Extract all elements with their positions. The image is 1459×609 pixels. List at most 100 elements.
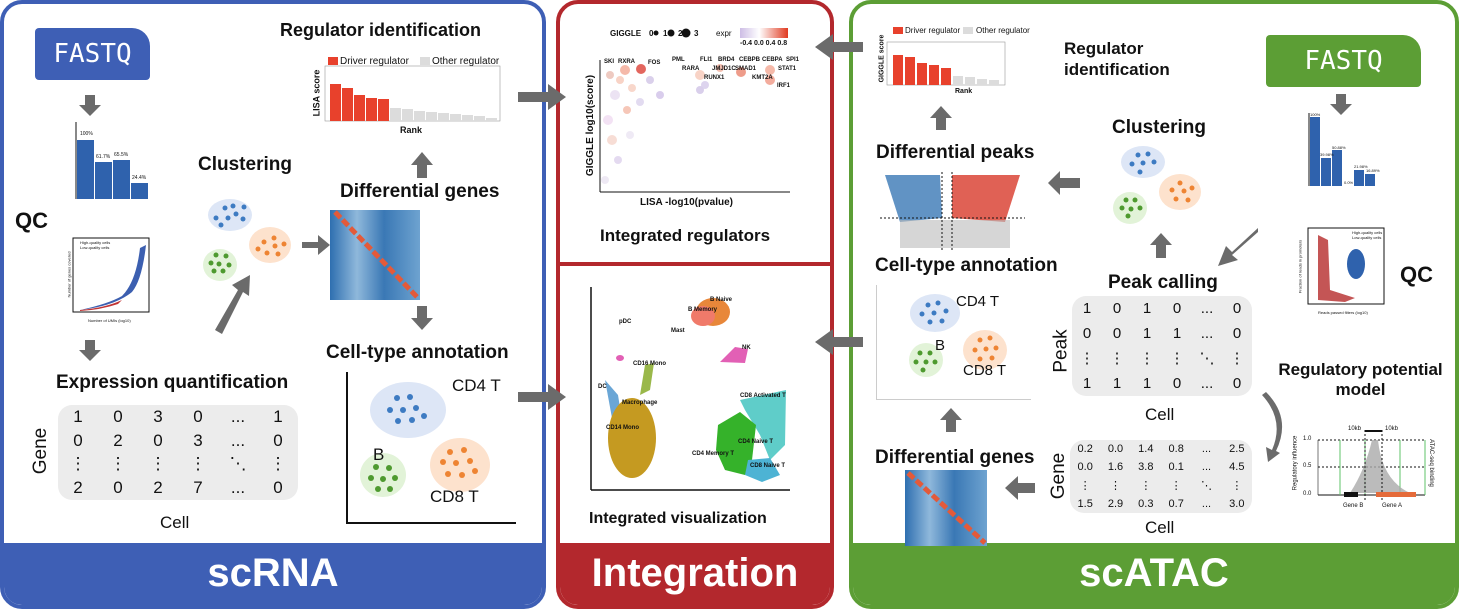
matrix-cell: ⋮ bbox=[1109, 480, 1121, 492]
matrix-cell: 3.0 bbox=[1229, 498, 1245, 510]
matrix-cell: 0.7 bbox=[1168, 498, 1184, 510]
scrna-annotation-axes bbox=[346, 372, 516, 524]
matrix-cell: ⋱ bbox=[229, 454, 247, 474]
qc-bar-label: 100% bbox=[80, 131, 93, 137]
matrix-cell: 0 bbox=[73, 430, 83, 450]
regulator-label: RUNX1 bbox=[704, 75, 725, 81]
giggle-size-1: 1 bbox=[663, 29, 668, 38]
matrix-cell: 0.3 bbox=[1138, 498, 1154, 510]
bar bbox=[131, 183, 148, 199]
matrix-cell: 2.9 bbox=[1107, 498, 1124, 510]
scatac-differential-genes-title: Differential genes bbox=[875, 447, 1035, 468]
matrix-cell: 0.0 bbox=[1107, 443, 1124, 455]
arrow-left-icon bbox=[1005, 476, 1035, 500]
umap-label: B Naive bbox=[710, 297, 733, 303]
bar bbox=[1332, 150, 1342, 186]
qc-bar-label: 39.98% bbox=[1320, 152, 1334, 157]
qc-scatter-legend: High-quality cells bbox=[80, 240, 111, 245]
legend-other: Other regulator bbox=[432, 56, 500, 67]
scrna-band: scRNA bbox=[4, 543, 542, 605]
integrated-umap bbox=[590, 287, 790, 491]
arrow-up-right-icon bbox=[215, 275, 250, 334]
scatac-heatmap bbox=[905, 470, 987, 546]
matrix-cell: 0.8 bbox=[1168, 443, 1184, 455]
matrix-cell: 1.6 bbox=[1107, 461, 1124, 473]
arrow-left-icon bbox=[1048, 171, 1080, 195]
matrix-cell: 1.4 bbox=[1138, 443, 1154, 455]
regulatory-potential-plot bbox=[1317, 430, 1426, 500]
umap-label: NK bbox=[742, 345, 751, 351]
scrna-qc-bar-chart bbox=[75, 122, 148, 199]
matrix-cell: ... bbox=[1200, 375, 1214, 393]
integrated-visualization-title: Integrated visualization bbox=[589, 510, 767, 527]
umap-label: Mast bbox=[671, 328, 685, 334]
regulator-label: CEBPA bbox=[762, 57, 783, 63]
scatac-qc-bar-chart bbox=[1308, 113, 1375, 186]
annotation-label-cd8: CD8 T bbox=[430, 487, 479, 506]
arrow-left-icon bbox=[815, 34, 863, 60]
matrix-cell: 4.5 bbox=[1229, 461, 1245, 473]
matrix-cell: ⋮ bbox=[1169, 350, 1185, 368]
matrix-cell: ⋮ bbox=[69, 454, 87, 474]
scatac-clustering-title: Clustering bbox=[1112, 117, 1206, 138]
matrix-cell: 1 bbox=[1142, 375, 1152, 393]
matrix-cell: 1 bbox=[1142, 299, 1152, 317]
rp-dist-right: 10kb bbox=[1385, 426, 1399, 432]
scatac-clustering-icon bbox=[1113, 146, 1201, 224]
regulator-label: JMJD1C bbox=[712, 66, 736, 72]
matrix-cell: 0 bbox=[1172, 375, 1182, 393]
scrna-fastq-file-icon: FASTQ bbox=[35, 28, 150, 80]
matrix-cell: ... bbox=[1200, 324, 1214, 342]
matrix-col-label: Cell bbox=[160, 513, 190, 532]
qc-bar-label: 21.98% bbox=[1354, 164, 1368, 169]
integration-band: Integration bbox=[560, 543, 830, 605]
matrix-cell: ... bbox=[230, 406, 246, 426]
qc-bar-label: 50.88% bbox=[1332, 145, 1346, 150]
peak-matrix-col-label: Cell bbox=[1145, 405, 1175, 424]
matrix-cell: ⋮ bbox=[1231, 480, 1243, 492]
umap-label: CD4 Naive T bbox=[738, 439, 774, 445]
matrix-cell: ⋮ bbox=[149, 454, 167, 474]
qc-scatter-ylabel: Fraction of reads in promoters bbox=[1297, 239, 1303, 294]
matrix-cell: 0 bbox=[113, 406, 123, 426]
scatac-qc-label: QC bbox=[1400, 262, 1433, 287]
rp-left-axis: Regulatory influence bbox=[1292, 435, 1299, 491]
rp-tick: 0.0 bbox=[1303, 491, 1312, 497]
arrows bbox=[79, 34, 1352, 500]
annotation-label-b: B bbox=[935, 337, 946, 354]
regulator-label: BRD4 bbox=[718, 57, 735, 63]
integrated-regulators-title: Integrated regulators bbox=[600, 226, 771, 245]
matrix-cell: 2 bbox=[113, 430, 123, 450]
qc-bar-label: 100% bbox=[1310, 112, 1321, 117]
scatac-cell-type-annotation-title: Cell-type annotation bbox=[875, 255, 1058, 276]
scrna-qc-label: QC bbox=[15, 208, 48, 233]
umap-label: Macrophage bbox=[622, 400, 658, 406]
matrix-cell: 2 bbox=[153, 478, 163, 498]
peak-calling-title: Peak calling bbox=[1108, 272, 1218, 293]
scatac-regulator-identification-title: Regulator identification bbox=[1064, 39, 1170, 79]
expression-quantification-title: Expression quantification bbox=[56, 372, 289, 393]
matrix-cell: 0 bbox=[273, 430, 283, 450]
matrix-cell: ⋮ bbox=[109, 454, 127, 474]
qc-bar-label: 0.0% bbox=[1344, 180, 1354, 185]
regulator-label: SPI1 bbox=[786, 57, 800, 63]
matrix-cell: 1 bbox=[1112, 375, 1122, 393]
regulator-label: KMT2A bbox=[752, 75, 773, 81]
qc-bar-label: 24.4% bbox=[132, 175, 147, 181]
matrix-cell: 0 bbox=[1082, 324, 1092, 342]
arrow-curved-icon bbox=[1262, 392, 1283, 462]
legend-driver: Driver regulator bbox=[340, 56, 409, 67]
umap-label: CD4 Memory T bbox=[692, 451, 735, 457]
legend-other: Other regulator bbox=[976, 26, 1030, 35]
matrix-cell: 1 bbox=[1142, 324, 1152, 342]
peak-matrix-row-label: Peak bbox=[1050, 329, 1072, 373]
scrna-regulator-identification-title: Regulator identification bbox=[280, 20, 482, 40]
arrow-up-icon bbox=[930, 106, 952, 130]
matrix-cell: ⋱ bbox=[1199, 350, 1215, 368]
arrow-down-icon bbox=[411, 306, 433, 330]
matrix-cell: ... bbox=[230, 430, 246, 450]
rp-gene-b: Gene B bbox=[1343, 503, 1364, 509]
